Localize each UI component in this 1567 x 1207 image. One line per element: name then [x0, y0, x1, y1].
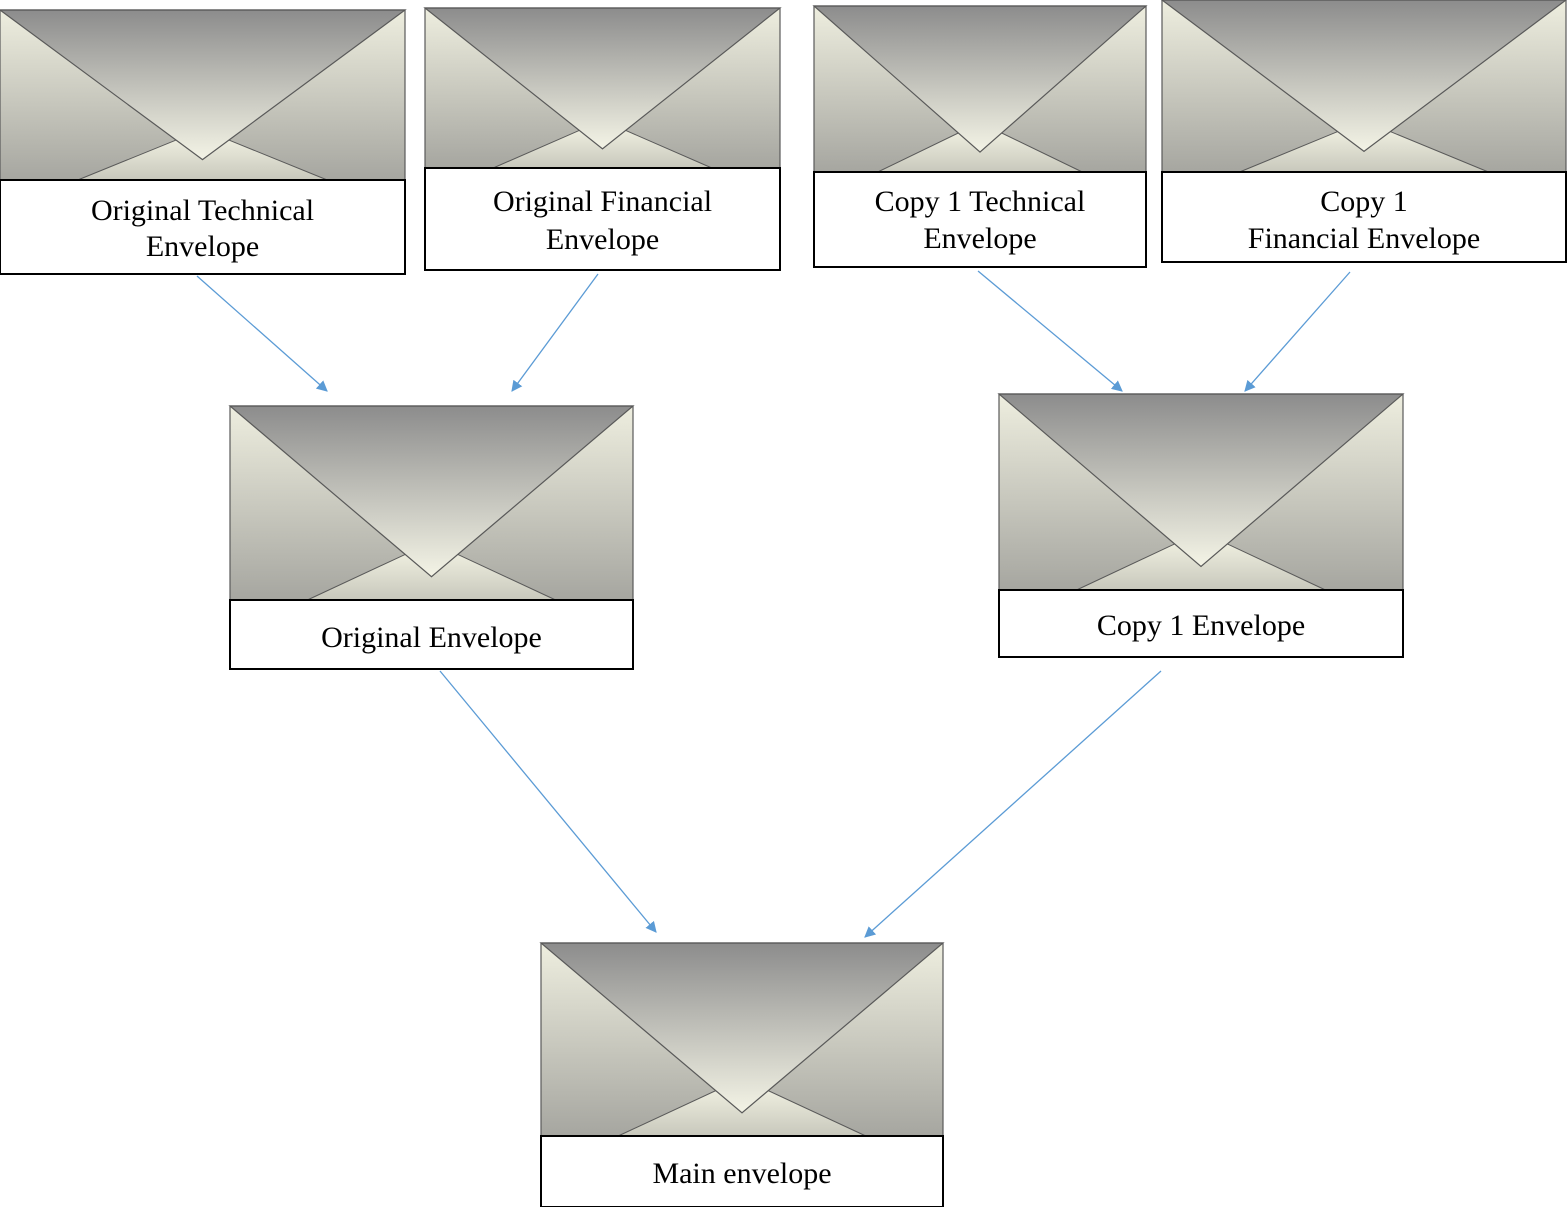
arrow-original-financial-to-original — [511, 273, 599, 392]
envelope-label-text: Original Technical — [91, 194, 314, 227]
envelope-icon — [423, 7, 782, 169]
envelope-main: Main envelope — [539, 942, 945, 1207]
arrow-copy1-technical-to-copy1 — [977, 270, 1123, 392]
arrow-copy1-financial-to-copy1 — [1244, 271, 1351, 392]
envelope-original: Original Envelope — [228, 405, 635, 670]
envelope-label-text: Original Financial — [493, 185, 712, 218]
envelope-label-text: Copy 1 Technical — [875, 185, 1086, 218]
envelope-label-text: Envelope — [146, 230, 259, 263]
connector-arrows — [196, 270, 1351, 938]
envelope-label-text: Envelope — [546, 223, 659, 256]
envelope-copy1-financial: Copy 1 Financial Envelope — [1160, 0, 1567, 263]
envelope-label-box — [0, 179, 406, 275]
arrow-original-to-main — [439, 670, 657, 933]
envelope-icon — [1160, 0, 1567, 173]
envelope-label-box — [1161, 171, 1567, 263]
envelope-icon — [0, 9, 407, 181]
envelope-label-text: Copy 1 Envelope — [1097, 609, 1305, 642]
envelope-icon — [812, 5, 1148, 173]
envelope-label-text: Copy 1 — [1320, 185, 1408, 218]
envelope-label-text: Financial Envelope — [1248, 222, 1480, 255]
envelope-icon — [997, 393, 1405, 591]
arrow-copy1-to-main — [864, 670, 1162, 938]
envelope-label-text: Original Envelope — [321, 621, 542, 654]
envelope-icon — [539, 942, 945, 1137]
envelope-label-box — [998, 589, 1404, 658]
envelope-label-text: Main envelope — [652, 1157, 831, 1190]
arrow-original-technical-to-original — [196, 275, 328, 392]
envelope-label-box — [229, 599, 634, 670]
envelope-icon — [228, 405, 635, 601]
envelope-label-box — [424, 167, 781, 271]
envelope-copy1: Copy 1 Envelope — [997, 393, 1405, 658]
envelope-label-box — [540, 1135, 944, 1207]
envelope-label-box — [813, 171, 1147, 268]
envelope-label-text: Envelope — [923, 222, 1036, 255]
